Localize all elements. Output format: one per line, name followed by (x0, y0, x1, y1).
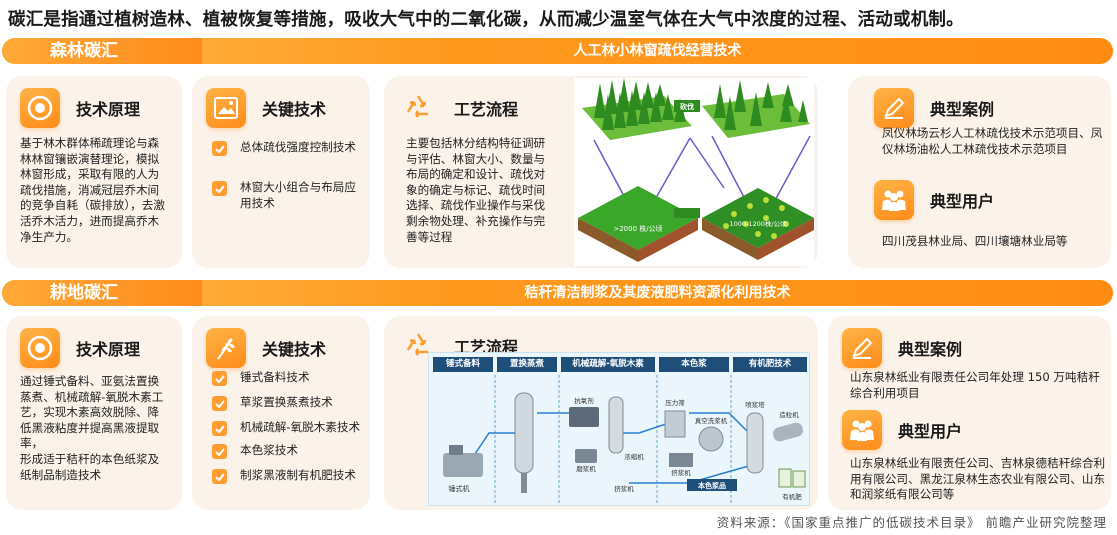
list-item: 林窗大小组合与布局应用技术 (212, 180, 362, 211)
equip-label: 磨浆机 (576, 464, 596, 473)
stage-header: 置换蒸煮 (497, 357, 557, 372)
farmland-section-bar: 耕地碳汇 秸秆清洁制浆及其废液肥料资源化利用技术 (2, 280, 1113, 306)
list-item: 锤式备料技术 (212, 370, 362, 386)
list-item: 制浆黑液制有机肥技术 (212, 468, 362, 484)
wheat-icon (206, 328, 246, 368)
check-icon (212, 444, 227, 459)
forest-principle-title: 技术原理 (76, 100, 141, 119)
farmland-principle-title: 技术原理 (76, 340, 141, 359)
list-item: 总体疏伐强度控制技术 (212, 140, 362, 156)
users-icon (842, 410, 882, 450)
equip-label: 本色浆品 (697, 481, 726, 490)
equip-label: 挤浆机 (614, 484, 634, 493)
forest-users-title: 典型用户 (930, 192, 995, 211)
farmland-case-title: 典型案例 (898, 340, 963, 359)
stage-header: 本色浆 (659, 357, 729, 372)
farmland-process-card: 工艺流程 锤式备料 置换蒸煮 机械疏解-氧脱木素 本色浆 有机肥技术 锤式机 抗… (384, 316, 818, 510)
farmland-principle-text: 通过锤式备料、亚氨法置换蒸煮、机械疏解-氧脱木素工艺，实现木素高效脱除、降低黑液… (20, 374, 164, 482)
pulping-process-diagram: 锤式备料 置换蒸煮 机械疏解-氧脱木素 本色浆 有机肥技术 锤式机 抗氧剂 浓缩… (428, 352, 810, 506)
stage-header: 机械疏解-氧脱木素 (561, 357, 655, 372)
equip-label: 抗氧剂 (574, 396, 594, 405)
forest-users-text: 四川茂县林业局、四川壤塘林业局等 (882, 234, 1068, 248)
check-icon (212, 469, 227, 484)
farmland-case-card: 典型案例 山东泉林纸业有限责任公司年处理 150 万吨秸秆综合利用项目 典型用户… (828, 316, 1111, 510)
equip-label: 锤式机 (449, 484, 470, 493)
farmland-section-subtitle: 秸秆清洁制浆及其废液肥料资源化利用技术 (524, 285, 791, 301)
forest-keytech-title: 关键技术 (262, 100, 327, 119)
check-icon (212, 181, 227, 196)
equip-label: 造粒机 (779, 410, 799, 419)
check-icon (212, 141, 227, 156)
farmland-case-text: 山东泉林纸业有限责任公司年处理 150 万吨秸秆综合利用项目 (850, 370, 1100, 400)
forest-thinning-diagram: 砍伐 >2000 株/公顷 1000-1200株/公顷 (574, 78, 814, 266)
check-icon (212, 371, 227, 386)
target-icon (20, 328, 60, 368)
equip-label: 有机肥 (782, 492, 802, 501)
recycle-icon (398, 326, 438, 366)
recycle-icon (398, 88, 438, 128)
diagram-label-dense: >2000 株/公顷 (613, 224, 662, 233)
farmland-section-tag: 耕地碳汇 (2, 280, 202, 306)
forest-case-card: 典型案例 凤仪林场云杉人工林疏伐技术示范项目、凤仪林场油松人工林疏伐技术示范项目… (848, 76, 1111, 268)
source-note: 资料来源：《国家重点推广的低碳技术目录》 前瞻产业研究院整理 (716, 515, 1107, 530)
users-icon (874, 180, 914, 220)
image-icon (206, 88, 246, 128)
farmland-keytech-card: 关键技术 锤式备料技术 草浆置换蒸煮技术 机械疏解-氧脱木素技术 本色浆技术 制… (192, 316, 370, 510)
list-item: 草浆置换蒸煮技术 (212, 395, 362, 411)
farmland-users-title: 典型用户 (898, 422, 963, 441)
equip-label: 浓缩机 (624, 452, 644, 461)
farmland-keytech-title: 关键技术 (262, 340, 327, 359)
forest-keytech-card: 关键技术 总体疏伐强度控制技术 林窗大小组合与布局应用技术 (192, 76, 370, 268)
forest-principle-text: 基于林木群体稀疏理论与森林林窗镶嵌演替理论，模拟林窗形成，采取有限的人为疏伐措施… (20, 136, 165, 244)
equip-label: 喷浆塔 (745, 400, 765, 409)
farmland-users-text: 山东泉林纸业有限责任公司、吉林泉德秸秆综合利用有限公司、黑龙江泉林生态农业有限公… (850, 456, 1106, 502)
equip-label: 挤浆机 (671, 468, 691, 477)
equip-label: 真空洗浆机 (695, 416, 728, 425)
forest-principle-card: 技术原理 基于林木群体稀疏理论与森林林窗镶嵌演替理论，模拟林窗形成，采取有限的人… (6, 76, 182, 268)
forest-case-text: 凤仪林场云杉人工林疏伐技术示范项目、凤仪林场油松人工林疏伐技术示范项目 (882, 126, 1103, 156)
list-item: 机械疏解-氧脱木素技术 (212, 420, 362, 436)
forest-keytech-list: 总体疏伐强度控制技术 林窗大小组合与布局应用技术 (212, 140, 362, 211)
forest-section-subtitle: 人工林小林窗疏伐经营技术 (573, 43, 742, 59)
diagram-label-cut: 砍伐 (680, 102, 694, 111)
forest-process-card: 工艺流程 主要包括林分结构特征调研与评估、林窗大小、数量与布局的确定和设计、疏伐… (384, 76, 818, 268)
diagram-label-thinned: 1000-1200株/公顷 (729, 219, 787, 228)
stage-header: 有机肥技术 (733, 357, 807, 372)
stage-header: 锤式备料 (433, 357, 493, 372)
target-icon (20, 88, 60, 128)
equip-label: 压力筛 (665, 398, 685, 407)
headline: 碳汇是指通过植树造林、植被恢复等措施，吸收大气中的二氧化碳，从而减少温室气体在大… (8, 10, 964, 30)
forest-case-title: 典型案例 (930, 100, 995, 119)
check-icon (212, 421, 227, 436)
list-item: 本色浆技术 (212, 443, 362, 459)
forest-process-title: 工艺流程 (454, 100, 519, 119)
forest-section-bar: 森林碳汇 人工林小林窗疏伐经营技术 (2, 38, 1113, 64)
check-icon (212, 396, 227, 411)
farmland-keytech-list: 锤式备料技术 草浆置换蒸煮技术 机械疏解-氧脱木素技术 本色浆技术 制浆黑液制有… (212, 370, 362, 484)
pen-icon (874, 88, 914, 128)
forest-section-tag: 森林碳汇 (2, 38, 202, 64)
farmland-principle-card: 技术原理 通过锤式备料、亚氨法置换蒸煮、机械疏解-氧脱木素工艺，实现木素高效脱除… (6, 316, 182, 510)
pen-icon (842, 328, 882, 368)
forest-process-text: 主要包括林分结构特征调研与评估、林窗大小、数量与布局的确定和设计、疏伐对象的确定… (406, 136, 546, 244)
